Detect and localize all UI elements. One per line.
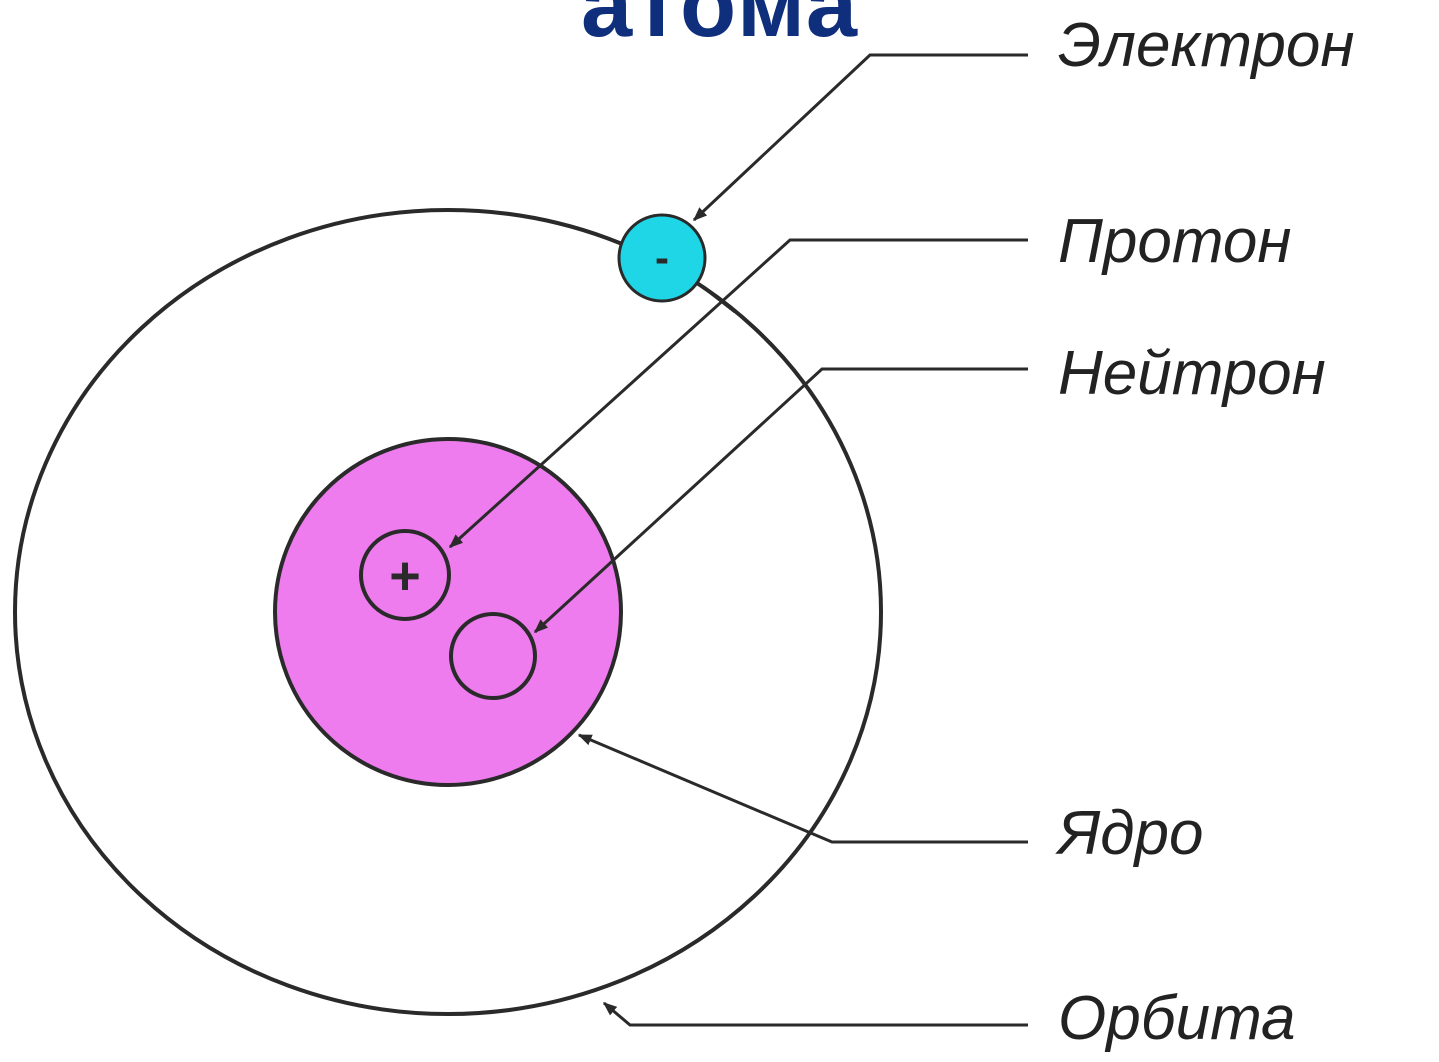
orbit-pointer <box>604 1003 1028 1025</box>
label-proton: Протон <box>1058 206 1291 278</box>
label-neutron: Нейтрон <box>1058 338 1326 410</box>
page-title: атома <box>540 0 900 60</box>
proton-sign: + <box>389 546 421 606</box>
nucleus <box>275 439 621 785</box>
label-nucleus: Ядро <box>1058 798 1204 870</box>
electron-sign: - <box>655 234 669 281</box>
nucleus-pointer <box>579 735 1028 842</box>
label-electron: Электрон <box>1058 10 1354 82</box>
label-orbit: Орбита <box>1058 983 1296 1055</box>
electron-pointer <box>694 55 1028 220</box>
